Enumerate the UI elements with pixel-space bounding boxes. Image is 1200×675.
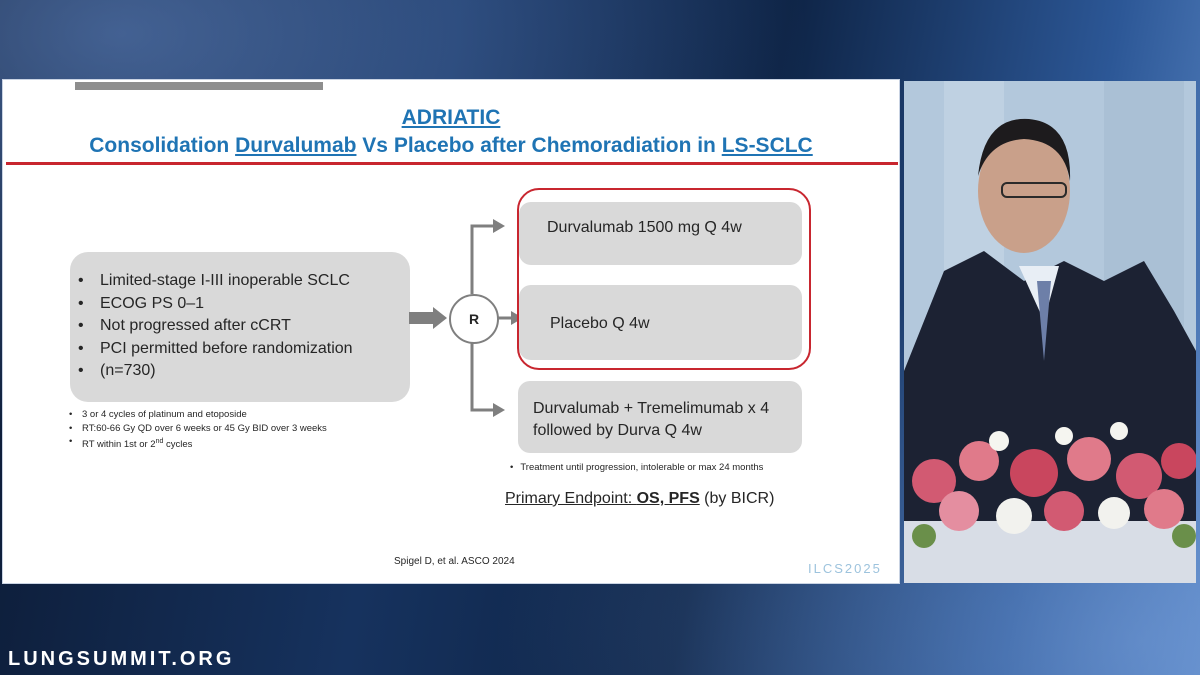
arm-durvalumab: Durvalumab 1500 mg Q 4w <box>519 202 802 265</box>
trial-name: ADRIATIC <box>401 106 501 129</box>
highlight-frame <box>517 188 811 370</box>
eligibility-item: ECOG PS 0–1 <box>78 293 353 316</box>
speaker-video <box>904 81 1196 583</box>
title-divider <box>6 162 898 165</box>
randomization-node: R <box>449 294 499 344</box>
slide-header-bar <box>75 82 323 90</box>
note-item: RT within 1st or 2nd cycles <box>69 435 327 452</box>
eligibility-item: Limited-stage I-III inoperable SCLC <box>78 270 353 293</box>
primary-endpoint: Primary Endpoint: OS, PFS (by BICR) <box>505 490 774 508</box>
endpoint-label: Primary Endpoint: <box>505 490 637 507</box>
citation: Spigel D, et al. ASCO 2024 <box>394 556 515 567</box>
arm3-line2: followed by Durva Q 4w <box>533 422 702 439</box>
endpoint-measures: OS, PFS <box>636 490 700 507</box>
note-item: 3 or 4 cycles of platinum and etoposide <box>69 408 327 422</box>
title-part: Vs Placebo after Chemoradiation in <box>356 134 722 157</box>
title-part: Consolidation <box>89 134 236 157</box>
randomization-flow-lines <box>470 219 523 417</box>
eligibility-item: PCI permitted before randomization <box>78 338 353 361</box>
endpoint-detail: (by BICR) <box>699 490 775 507</box>
organization-watermark: LUNGSUMMIT.ORG <box>8 648 235 670</box>
eligibility-item: (n=730) <box>78 360 353 383</box>
title-disease: LS-SCLC <box>721 134 813 157</box>
speaker-image <box>904 81 1196 583</box>
right-arrow-icon <box>409 307 447 329</box>
treatment-notes: 3 or 4 cycles of platinum and etoposide … <box>69 408 327 452</box>
arm-durva-treme: Durvalumab + Tremelimumab x 4 followed b… <box>518 381 802 453</box>
eligibility-item: Not progressed after cCRT <box>78 315 353 338</box>
arm3-line1: Durvalumab + Tremelimumab x 4 <box>533 400 770 417</box>
arm-placebo: Placebo Q 4w <box>519 285 802 360</box>
slide-title: ADRIATIC Consolidation Durvalumab Vs Pla… <box>3 104 899 160</box>
note-item: RT:60-66 Gy QD over 6 weeks or 45 Gy BID… <box>69 422 327 436</box>
conference-watermark: ILCS2025 <box>808 561 882 576</box>
presentation-slide: ADRIATIC Consolidation Durvalumab Vs Pla… <box>3 80 899 583</box>
treatment-duration-note: Treatment until progression, intolerable… <box>510 462 763 473</box>
title-drug: Durvalumab <box>235 134 357 157</box>
eligibility-list: Limited-stage I-III inoperable SCLC ECOG… <box>78 270 353 383</box>
